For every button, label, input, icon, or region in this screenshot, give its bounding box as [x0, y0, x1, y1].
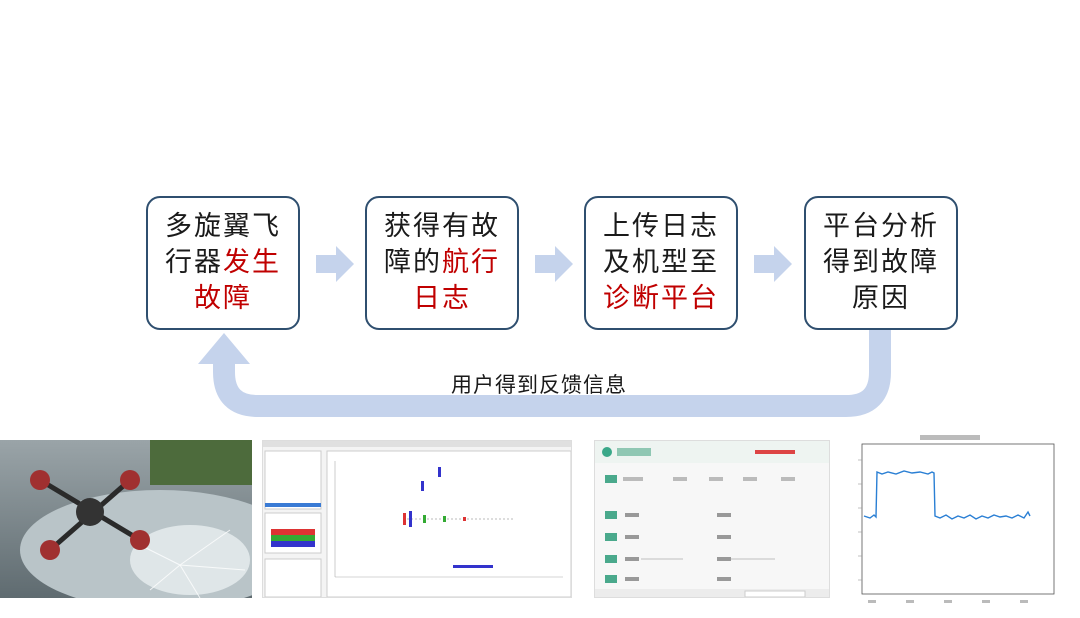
- step-1-text: 多旋翼飞行器: [165, 211, 281, 278]
- step-3-text: 上传日志及机型至: [603, 211, 719, 278]
- step-2-highlight: 航行日志: [413, 247, 500, 314]
- step-box-2: 获得有故障的航行日志: [365, 196, 519, 330]
- step-2-text: 获得有故障的: [384, 211, 500, 278]
- right-arrow-icon: [754, 246, 792, 282]
- log-analysis-software-icon: [262, 440, 572, 598]
- right-arrow-icon: [535, 246, 573, 282]
- step-3-highlight: 诊断平台: [603, 283, 719, 314]
- feedback-label: 用户得到反馈信息: [451, 373, 627, 397]
- feedback-loop-arrow-icon: [198, 330, 891, 417]
- crashed-drone-photo-icon: [0, 440, 252, 598]
- step-box-4: 平台分析得到故障原因: [804, 196, 958, 330]
- step-1-highlight: 发生故障: [194, 247, 281, 314]
- step-4-text: 平台分析得到故障原因: [823, 211, 939, 314]
- signal-plot-icon: [840, 432, 1062, 610]
- diagnosis-platform-web-icon: [594, 440, 830, 598]
- step-box-1: 多旋翼飞行器发生故障: [146, 196, 300, 330]
- step-box-3: 上传日志及机型至诊断平台: [584, 196, 738, 330]
- right-arrow-icon: [316, 246, 354, 282]
